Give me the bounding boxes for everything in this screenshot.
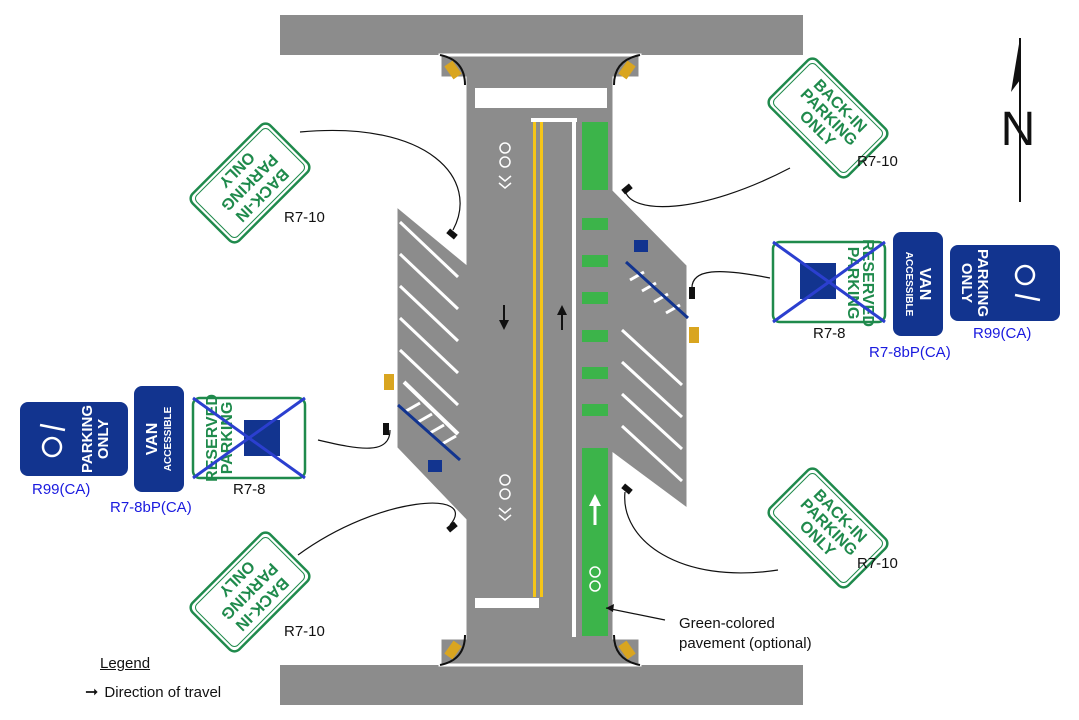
reserved-sign-west: RESERVED PARKING (191, 394, 307, 482)
r99-sign-east: PARKING ONLY (950, 245, 1060, 321)
direction-arrow-icon: ➞ (85, 684, 99, 701)
legend-row-direction: ➞ Direction of travel (85, 682, 221, 702)
label-green-pavement-1: Green-colored (679, 615, 775, 632)
svg-text:PARKING: PARKING (844, 247, 861, 320)
svg-text:ACCESSIBLE: ACCESSIBLE (163, 406, 174, 471)
label-green-pavement-2: pavement (optional) (679, 635, 812, 652)
legend-title: Legend (100, 655, 151, 672)
label-r7-8-east: R7-8 (813, 325, 846, 342)
svg-text:PARKING: PARKING (79, 405, 96, 473)
van-sign-east: VAN ACCESSIBLE (893, 232, 943, 336)
svg-text:VAN: VAN (916, 268, 933, 301)
curb-ramp-pads (384, 60, 699, 660)
label-r7-10-nw: R7-10 (284, 209, 325, 226)
legend-direction-label: Direction of travel (104, 683, 222, 701)
van-sign-west: VAN ACCESSIBLE (134, 386, 184, 492)
wheelchair-icon (1014, 264, 1041, 302)
reserved-sign-east: RESERVED PARKING (771, 239, 887, 327)
green-bike-lane-dashes (582, 218, 608, 416)
green-bike-lane-south (582, 448, 608, 636)
parking-stalls-west (398, 220, 460, 407)
svg-text:ONLY: ONLY (95, 419, 112, 459)
cross-street-south (280, 665, 803, 705)
green-bike-lane-north (582, 122, 608, 190)
bicycle-icon (498, 142, 601, 592)
label-r7-8-west: R7-8 (233, 481, 266, 498)
svg-text:PARKING: PARKING (974, 249, 991, 317)
svg-text:N: N (1001, 103, 1036, 156)
southbound-arrow-icon (499, 305, 509, 330)
svg-text:ACCESSIBLE: ACCESSIBLE (903, 252, 914, 317)
svg-text:PARKING: PARKING (219, 402, 236, 475)
cross-street-north (280, 15, 803, 55)
label-r99-east: R99(CA) (973, 325, 1031, 342)
label-r7-10-sw: R7-10 (284, 623, 325, 640)
backin-sign-se: BACK-IN PARKING ONLY (764, 464, 892, 592)
label-r7-8bp-west: R7-8bP(CA) (110, 499, 192, 516)
label-r7-10-ne: R7-10 (857, 153, 898, 170)
svg-text:VAN: VAN (144, 423, 161, 456)
legend: Legend ➞ Direction of travel (85, 655, 221, 702)
northbound-arrow-icon (557, 305, 567, 330)
wheelchair-icon (39, 423, 66, 458)
backin-sign-ne: BACK-IN PARKING ONLY (764, 54, 892, 182)
svg-text:ONLY: ONLY (958, 263, 975, 303)
north-arrow-icon: N (1001, 38, 1036, 202)
r99-sign-west: PARKING ONLY (20, 402, 128, 476)
backin-sign-nw: BACK-IN PARKING ONLY (186, 119, 314, 247)
label-r7-8bp-east: R7-8bP(CA) (869, 344, 951, 361)
label-r7-10-se: R7-10 (857, 555, 898, 572)
label-r99-west: R99(CA) (32, 481, 90, 498)
bike-lane-arrow-icon (589, 494, 601, 525)
centerline (533, 122, 536, 597)
parking-stalls-east (620, 328, 684, 483)
